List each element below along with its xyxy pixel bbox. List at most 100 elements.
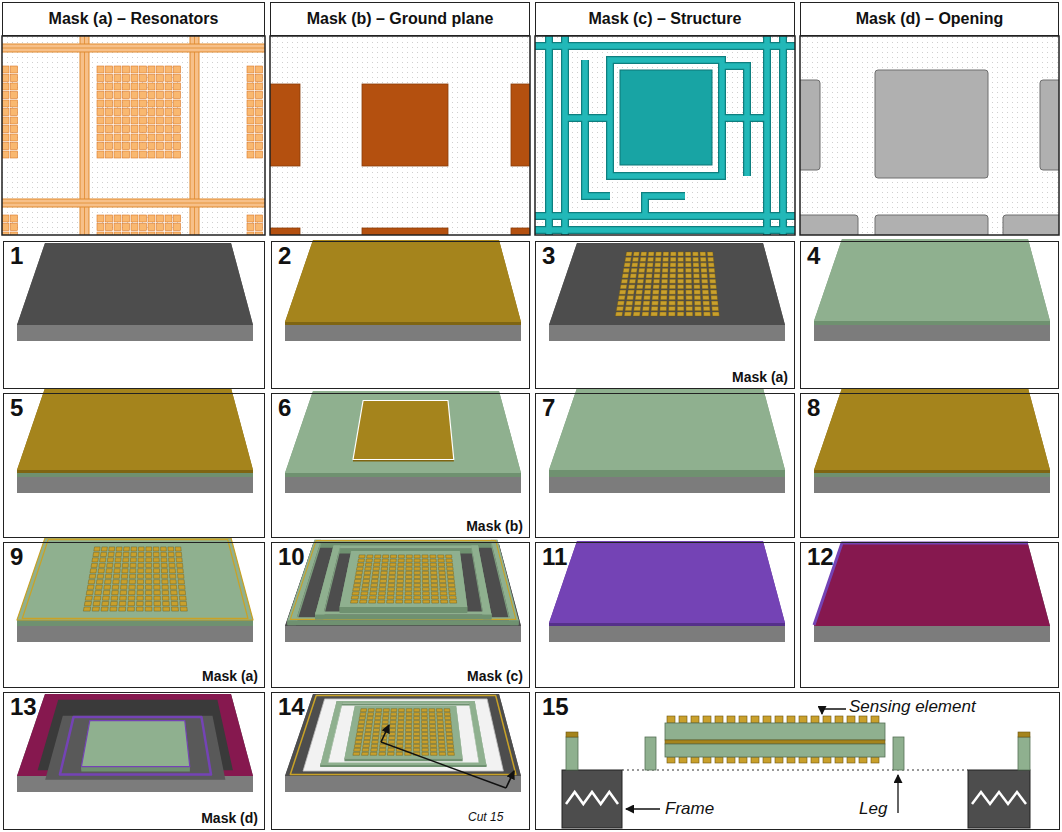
resonator-square: [157, 92, 164, 99]
leg-post: [645, 737, 656, 770]
resonator-square: [174, 215, 181, 222]
resonator-square: [129, 580, 135, 584]
resonator-square: [422, 559, 428, 562]
resonator-square: [148, 134, 155, 141]
part-label: Frame: [665, 799, 714, 819]
layer-top: [320, 763, 486, 766]
resonator-square: [654, 274, 660, 278]
resonator-square: [148, 143, 155, 150]
step-panel: 4: [800, 241, 1059, 389]
resonator-square: [131, 552, 137, 556]
resonator-square: [112, 585, 119, 589]
resonator-square: [140, 92, 147, 99]
mask-band: [2, 44, 265, 52]
resonator-square: [615, 312, 622, 316]
resonator-square: [398, 721, 404, 724]
resonator-square: [362, 752, 369, 755]
resonator-square: [423, 584, 430, 587]
resonator-square: [120, 591, 127, 595]
dielectric-layer: [665, 744, 885, 757]
resonator-section: [715, 716, 723, 723]
resonator-square: [114, 117, 121, 124]
resonator-square: [106, 109, 113, 116]
resonator-square: [161, 547, 167, 551]
resonator-square: [163, 602, 170, 606]
resonator-square: [398, 555, 404, 558]
resonator-square: [256, 215, 263, 222]
resonator-square: [643, 301, 650, 305]
resonator-square: [422, 555, 428, 558]
resonator-square: [124, 547, 130, 551]
resonator-square: [2, 134, 9, 141]
part-label: Leg: [859, 799, 887, 819]
resonator-square: [662, 263, 668, 267]
resonator-square: [129, 591, 136, 595]
resonator-square: [256, 117, 263, 124]
resonator-square: [414, 717, 420, 720]
step-panel: 8: [800, 393, 1059, 538]
resonator-square: [131, 100, 138, 107]
resonator-square: [101, 607, 108, 611]
resonator-square: [700, 252, 706, 256]
resonator-square: [146, 552, 152, 556]
mask-band-line: [2, 48, 265, 49]
resonator-square: [2, 215, 9, 222]
resonator-square: [131, 109, 138, 116]
resonator-square: [174, 117, 181, 124]
resonator-square: [422, 729, 428, 732]
resonator-square: [180, 602, 187, 606]
resonator-square: [148, 75, 155, 82]
resonator-square: [440, 584, 447, 587]
structure-channel-core: [585, 60, 610, 196]
resonator-square: [670, 252, 676, 256]
resonator-square: [154, 569, 160, 573]
resonator-square: [414, 596, 421, 599]
resonator-square: [669, 307, 676, 311]
resonator-square: [644, 296, 651, 300]
resonator-square: [106, 224, 113, 231]
resonator-square: [430, 729, 436, 732]
resonator-section: [859, 757, 867, 763]
resonator-square: [685, 268, 691, 272]
resonator-square: [437, 717, 443, 720]
resonator-square: [247, 117, 254, 124]
resonator-square: [137, 591, 144, 595]
resonator-square: [165, 224, 172, 231]
resonator-square: [387, 600, 394, 603]
resonator-square: [94, 547, 100, 551]
layer-front: [81, 767, 189, 772]
resonator-section: [859, 716, 867, 723]
mask-title: Mask (a) – Resonators: [49, 10, 219, 28]
resonator-square: [701, 268, 707, 272]
resonator-square: [138, 558, 144, 562]
resonator-square: [678, 252, 684, 256]
resonator-square: [154, 585, 160, 589]
resonator-square: [247, 215, 254, 222]
resonator-square: [660, 312, 667, 316]
resonator-square: [114, 75, 121, 82]
resonator-square: [146, 585, 152, 589]
mask-a-art: [2, 36, 265, 235]
resonator-square: [2, 75, 9, 82]
resonator-square: [123, 224, 130, 231]
resonator-square: [693, 252, 699, 256]
resonator-square: [247, 100, 254, 107]
resonator-square: [670, 263, 676, 267]
ground-plane-layer: [665, 740, 885, 744]
resonator-square: [414, 563, 420, 566]
resonator-square: [102, 602, 109, 606]
resonator-square: [169, 563, 175, 567]
resonator-square: [662, 268, 668, 272]
resonator-square: [380, 744, 387, 747]
resonator-square: [146, 558, 152, 562]
cut-arrow: [381, 725, 389, 742]
resonator-square: [677, 307, 684, 311]
resonator-square: [422, 744, 429, 747]
cross-section: [562, 709, 1030, 828]
structure-channel-core: [780, 36, 786, 235]
step-number: 4: [807, 242, 820, 271]
resonator-square: [379, 752, 386, 755]
resonator-square: [362, 748, 369, 751]
resonator-square: [622, 274, 629, 278]
resonator-square: [693, 274, 699, 278]
